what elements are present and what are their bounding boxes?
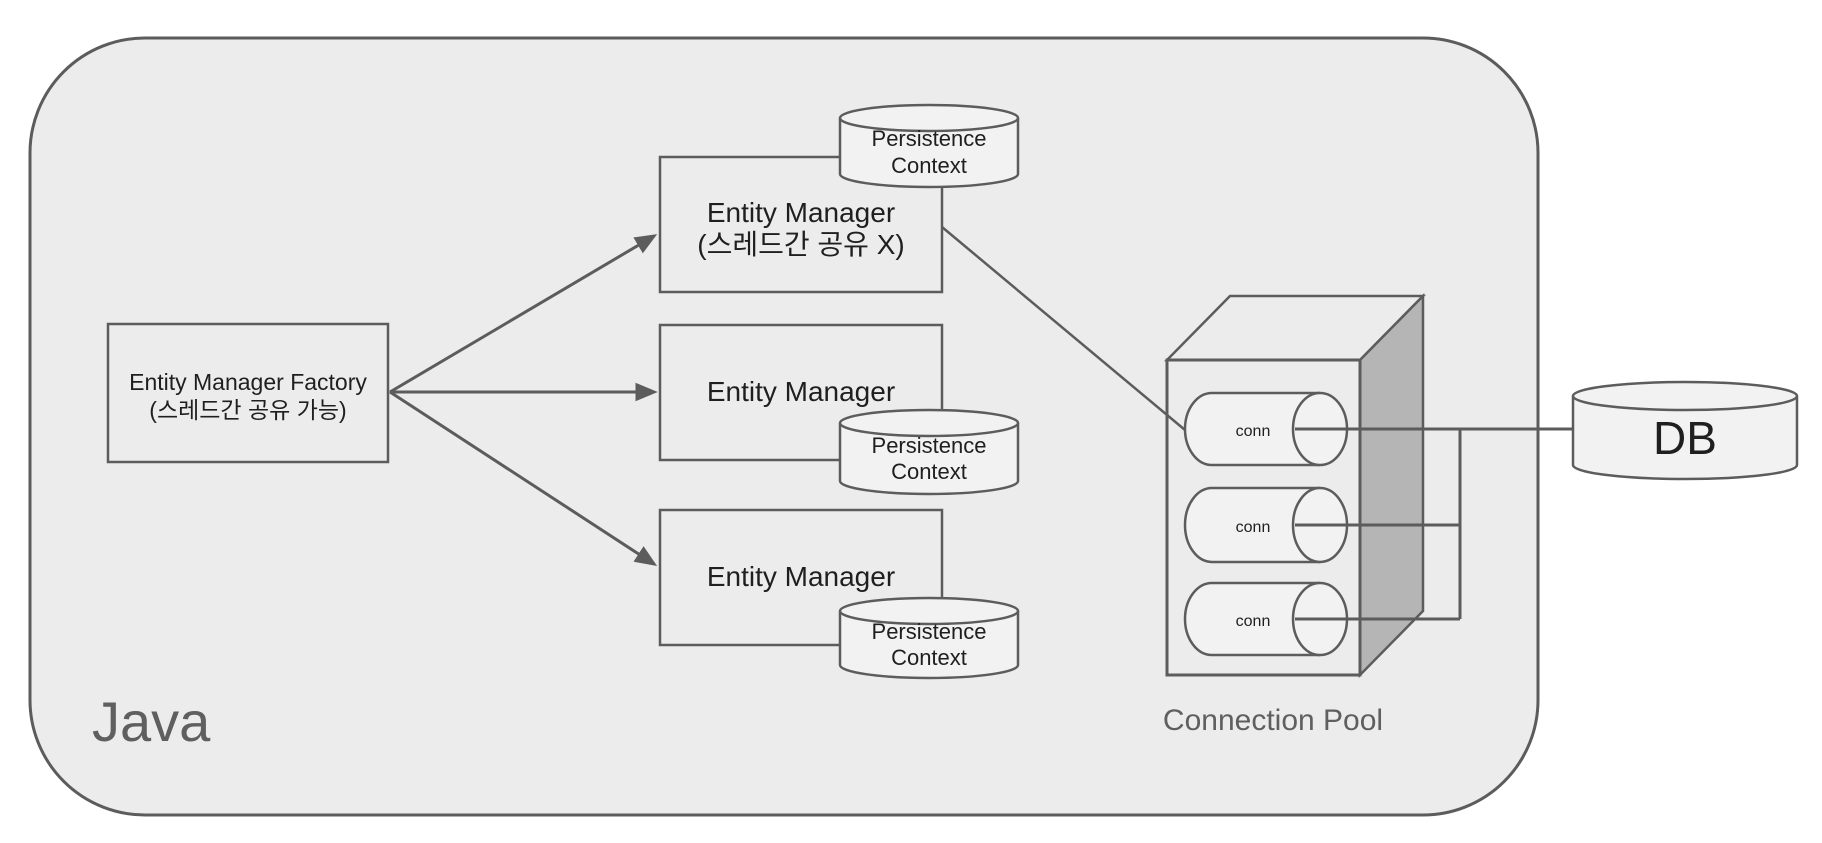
persistence-context-2-body bbox=[838, 423, 1020, 496]
entity-manager-1-subtitle: (스레드간 공유 X) bbox=[697, 229, 904, 260]
persistence-context-2-label-line1: Persistence bbox=[872, 433, 987, 458]
persistence-context-1-label-line1: Persistence bbox=[872, 126, 987, 151]
connection-3-body bbox=[1183, 581, 1320, 657]
database-label: DB bbox=[1653, 412, 1717, 464]
arrow-factory-to-entity-manager-1 bbox=[389, 234, 658, 394]
persistence-context-3-cylinder: Persistence Context bbox=[838, 596, 1020, 680]
persistence-context-2-cylinder: Persistence Context bbox=[838, 408, 1020, 496]
connection-3-cylinder: conn bbox=[1183, 581, 1349, 657]
connection-2-body bbox=[1183, 486, 1320, 564]
database-body bbox=[1571, 396, 1799, 481]
connection-pool-label: Connection Pool bbox=[1163, 704, 1383, 737]
entity-manager-1-title: Entity Manager bbox=[707, 197, 895, 228]
entity-manager-factory-subtitle: (스레드간 공유 가능) bbox=[149, 397, 346, 423]
entity-manager-3-title: Entity Manager bbox=[707, 561, 895, 592]
persistence-context-3-label-line2: Context bbox=[891, 645, 967, 670]
line-entity-manager-1-to-pool bbox=[941, 226, 1186, 431]
persistence-context-1-cylinder: Persistence Context bbox=[838, 103, 1020, 189]
entity-manager-factory-box bbox=[106, 322, 390, 464]
persistence-context-2-top bbox=[838, 408, 1020, 438]
persistence-context-1-label-line2: Context bbox=[891, 153, 967, 178]
persistence-context-1-body bbox=[838, 118, 1020, 189]
database-top bbox=[1571, 380, 1799, 412]
persistence-context-3-top bbox=[838, 596, 1020, 626]
connection-3-label: conn bbox=[1236, 613, 1271, 630]
persistence-context-3-body bbox=[838, 611, 1020, 680]
java-container-label: Java bbox=[92, 690, 211, 753]
connection-2-label: conn bbox=[1236, 519, 1271, 536]
database-cylinder: DB bbox=[1571, 380, 1799, 481]
entity-manager-2-title: Entity Manager bbox=[707, 376, 895, 407]
persistence-context-3-label-line1: Persistence bbox=[872, 619, 987, 644]
persistence-context-2-label-line2: Context bbox=[891, 459, 967, 484]
entity-manager-factory-title: Entity Manager Factory bbox=[129, 369, 367, 395]
connection-1-body bbox=[1183, 391, 1320, 467]
arrow-factory-to-entity-manager-3 bbox=[389, 390, 658, 567]
persistence-context-1-top bbox=[838, 103, 1020, 133]
connection-1-label: conn bbox=[1236, 423, 1271, 440]
